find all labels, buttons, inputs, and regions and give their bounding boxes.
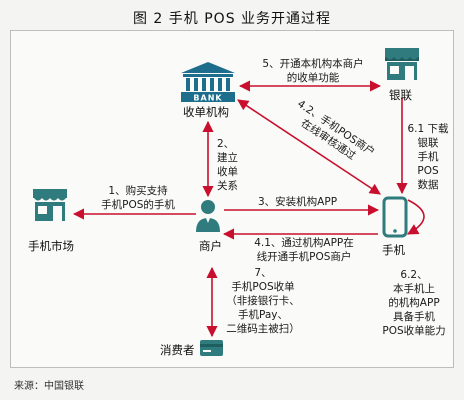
unionpay-store-icon [385, 48, 419, 80]
arrow-step-4-2 [237, 99, 381, 195]
node-phone-label: 手机 [382, 243, 405, 257]
step-3-label: 3、安装机构APP [258, 196, 338, 208]
source-note: 来源：中国银联 [14, 381, 84, 392]
node-bank-label: 收单机构 [183, 105, 229, 119]
node-consumer-label: 消费者 [160, 343, 195, 357]
bank-icon-text: BANK [193, 94, 222, 103]
node-unionpay-label: 银联 [389, 88, 412, 102]
phone-icon [382, 196, 408, 238]
step-2-label: 2、建立收单关系 [217, 138, 238, 192]
phone-market-store-icon [33, 189, 67, 221]
merchant-person-icon [196, 200, 220, 232]
bank-icon: BANK [181, 62, 235, 103]
step-7-label: 7、手机POS收单（非接银行卡、手机Pay、二维码主被扫） [226, 267, 300, 335]
step-5-label: 5、开通本机构本商户的收单功能 [262, 58, 364, 84]
step-1-label: 1、购买支持手机POS的手机 [101, 185, 175, 211]
figure-title: 图 2 手机 POS 业务开通过程 [132, 11, 332, 27]
arrow-step-6-2 [407, 199, 425, 235]
node-merchant-label: 商户 [199, 239, 222, 253]
consumer-card-icon [200, 340, 223, 356]
node-market-label: 手机市场 [28, 239, 74, 253]
step-4-1-label: 4.1、通过机构APP在线开通手机POS商户 [254, 237, 354, 263]
